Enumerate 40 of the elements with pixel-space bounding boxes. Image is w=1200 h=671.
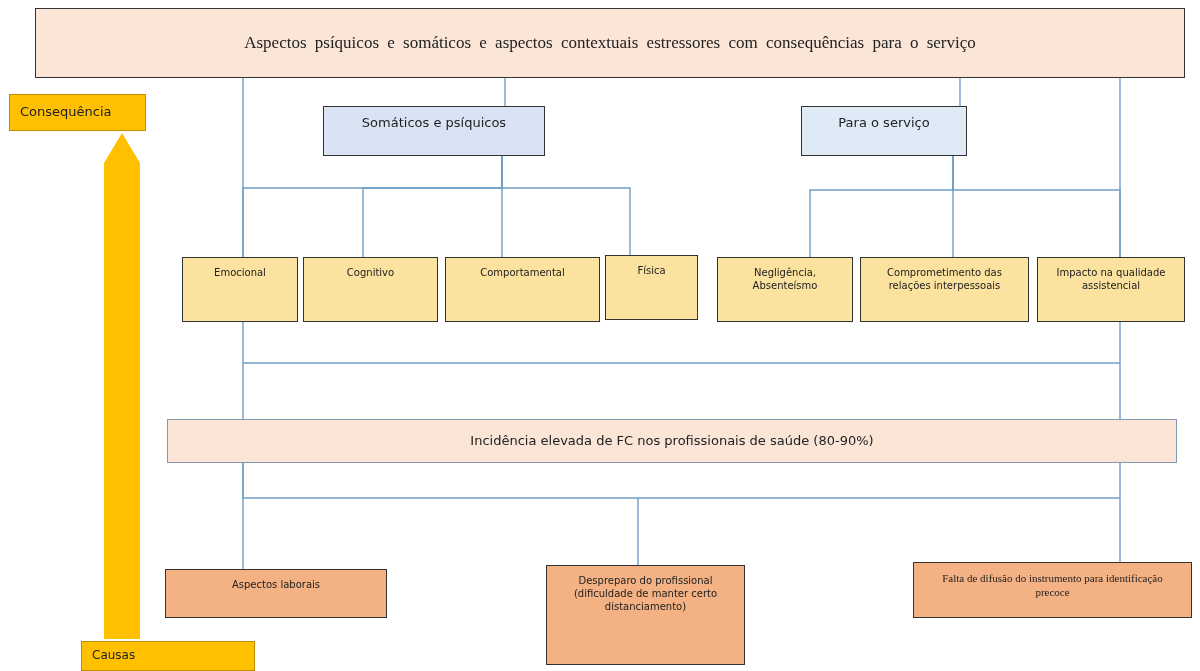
item-box	[182, 257, 298, 322]
item-box	[303, 257, 438, 322]
legend-box	[9, 94, 146, 131]
item-box	[717, 257, 853, 322]
category-box	[801, 106, 967, 156]
item-box	[860, 257, 1029, 322]
cause-box	[546, 565, 745, 665]
node-text: Consequência	[20, 104, 112, 121]
category-box	[323, 106, 545, 156]
node-text: Física	[637, 264, 666, 277]
node-text: Impacto na qualidade assistencial	[1055, 266, 1167, 292]
node-text: Causas	[92, 648, 136, 664]
node-text: Comportamental	[480, 266, 565, 279]
node-text: Emocional	[214, 266, 266, 279]
central-box	[167, 419, 1177, 463]
node-text: Falta de difusão do instrumento para identificação precoce	[941, 571, 1164, 600]
connector-line	[242, 321, 244, 420]
legend-box	[81, 641, 255, 671]
item-box	[445, 257, 600, 322]
node-text: Negligência, Absenteísmo	[751, 266, 819, 292]
connector-line	[242, 321, 1121, 420]
node-text: Aspectos psíquicos e somáticos e aspectos contextuais estressores com consequências para o serviço	[244, 31, 976, 54]
node-text: Comprometimento das relações interpessoais	[886, 266, 1003, 292]
header-box	[35, 8, 1185, 78]
node-text: Para o serviço	[838, 115, 930, 132]
node-text: Aspectos laborais	[231, 578, 321, 591]
item-box	[605, 255, 698, 320]
connector-line	[504, 77, 506, 107]
connector-line	[952, 155, 1121, 258]
block-arrow	[104, 133, 140, 639]
node-text: Despreparo do profissional (dificuldade de manter certo distanciamento)	[572, 574, 719, 613]
cause-box	[913, 562, 1192, 618]
connector-line	[959, 77, 961, 107]
item-box	[1037, 257, 1185, 322]
node-text: Somáticos e psíquicos	[361, 115, 507, 132]
node-text: Incidência elevada de FC nos profissionais de saúde (80-90%)	[470, 432, 874, 450]
node-text: Cognitivo	[346, 266, 395, 279]
cause-box	[165, 569, 387, 618]
connector-line	[242, 462, 639, 566]
connector-line	[637, 462, 1121, 563]
